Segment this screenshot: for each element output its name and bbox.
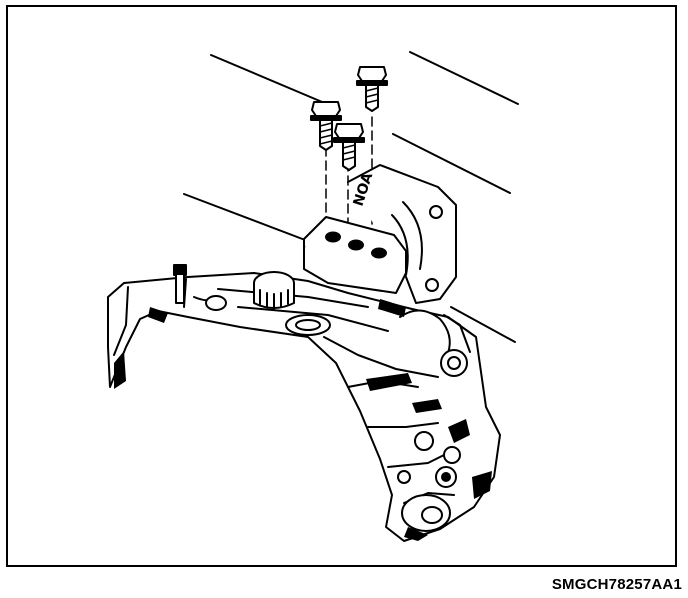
sensor-post	[173, 264, 187, 304]
bolt-right	[356, 66, 388, 112]
bolt-center	[333, 123, 365, 171]
filler-cap	[253, 271, 295, 310]
lower-bosses	[397, 431, 461, 532]
guide-lines	[183, 51, 519, 343]
engine-bracket-drawing: NOA	[107, 51, 519, 542]
hoses	[193, 295, 468, 377]
figure-reference-code: SMGCH78257AA1	[551, 576, 682, 593]
mounting-pad	[303, 216, 407, 294]
illustration-frame: NOA	[6, 5, 677, 567]
bolt-left	[310, 101, 342, 151]
shading	[114, 299, 492, 541]
flange-plate	[347, 164, 457, 304]
